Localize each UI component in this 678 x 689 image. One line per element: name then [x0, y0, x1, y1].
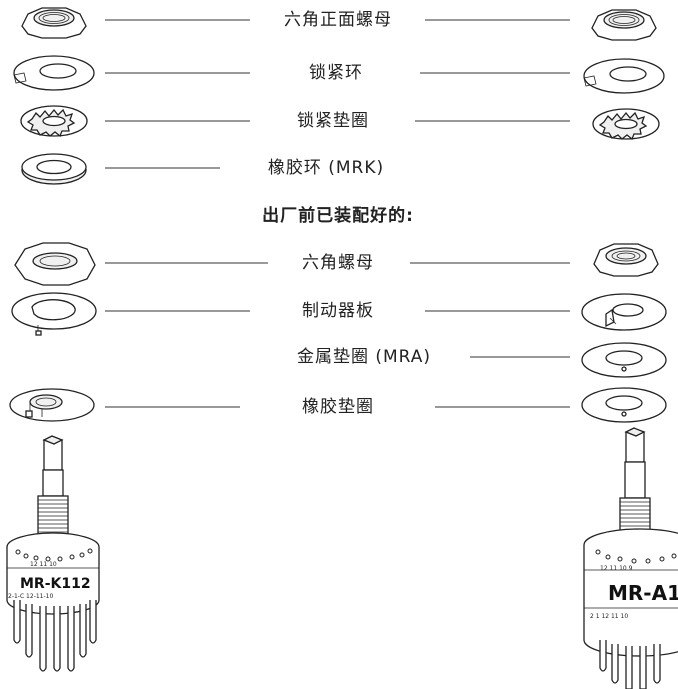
right-rubber-washer	[581, 387, 667, 423]
left-switch-numbers: 12 11 10	[30, 561, 57, 568]
label-stop-plate: 制动器板	[302, 301, 374, 321]
left-rotary-switch: 12 11 10 MR-K112 2-1-C 12-11-10	[6, 435, 100, 672]
label-rubber-washer: 橡胶垫圈	[302, 397, 374, 417]
connector-lines	[105, 19, 570, 408]
right-switch-model: MR-A1	[608, 581, 678, 605]
right-metal-washer	[581, 342, 667, 378]
label-metal-washer: 金属垫圈 (MRA)	[296, 347, 432, 367]
label-lock-washer: 锁紧垫圈	[297, 111, 369, 131]
right-hex-nut	[593, 243, 659, 277]
left-hex-face-nut	[21, 7, 87, 39]
left-stop-plate	[11, 292, 97, 336]
left-lock-washer	[20, 105, 88, 138]
left-hex-nut	[14, 242, 96, 286]
label-preassembled: 出厂前已装配好的:	[262, 206, 414, 226]
label-lock-ring: 锁紧环	[309, 63, 363, 83]
label-hex-face-nut: 六角正面螺母	[284, 10, 392, 30]
right-stop-plate	[581, 293, 667, 331]
right-switch-ring-numbers: 2 1 12 11 10	[590, 613, 628, 620]
label-hex-nut: 六角螺母	[302, 253, 374, 273]
right-lock-washer	[592, 108, 660, 141]
left-switch-model: MR-K112	[20, 576, 91, 592]
left-rubber-ring	[21, 153, 87, 185]
right-rotary-switch: 12 11 10 9 MR-A1 2 1 12 11 10	[583, 427, 678, 689]
left-switch-pin-numbers: 2-1-C 12-11-10	[8, 593, 53, 600]
label-rubber-ring: 橡胶环 (MRK)	[267, 158, 385, 178]
right-switch-numbers: 12 11 10 9	[600, 565, 633, 572]
left-rubber-washer	[9, 388, 95, 422]
left-lock-ring	[13, 55, 95, 91]
right-lock-ring	[583, 58, 665, 94]
right-hex-face-nut	[591, 9, 657, 41]
